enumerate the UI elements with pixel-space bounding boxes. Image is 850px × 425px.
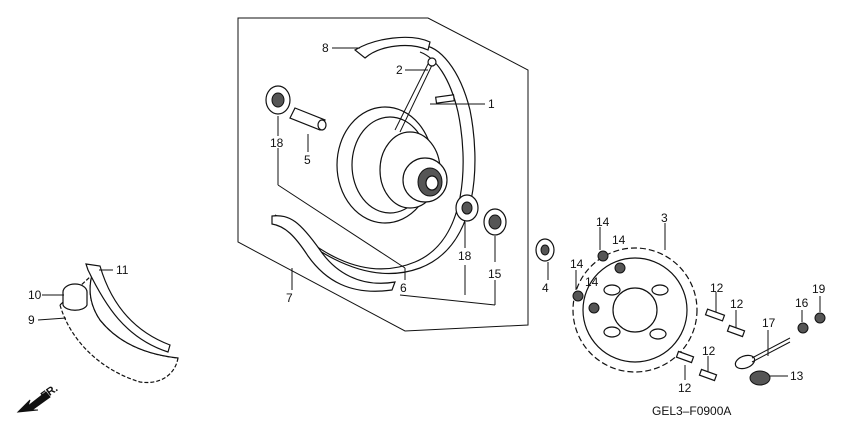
distance-collar xyxy=(289,107,327,131)
callout-12-a: 12 xyxy=(710,281,724,295)
nut-19 xyxy=(814,312,826,324)
callout-11: 11 xyxy=(116,263,129,277)
driven-sprocket xyxy=(572,247,698,373)
front-arrow-icon xyxy=(16,391,51,413)
sprocket-bolts xyxy=(675,308,746,382)
callout-6: 6 xyxy=(400,281,407,295)
callout-4: 4 xyxy=(542,281,549,295)
chain-adjuster xyxy=(734,337,791,370)
callout-18-right: 18 xyxy=(458,249,472,263)
rim-band xyxy=(353,36,431,59)
callout-14-b: 14 xyxy=(612,233,626,247)
callout-12-c: 12 xyxy=(702,344,716,358)
exploded-view-frame xyxy=(237,17,529,332)
callout-8: 8 xyxy=(322,41,329,55)
callout-14-c: 14 xyxy=(570,257,584,271)
lower-rim-band xyxy=(271,215,396,292)
rim-band-11 xyxy=(85,263,171,353)
callout-10: 10 xyxy=(28,288,42,302)
sprocket-nuts xyxy=(572,250,626,314)
bearing-right xyxy=(455,194,479,222)
leader-lines xyxy=(37,47,821,380)
callout-14-d: 14 xyxy=(585,275,599,289)
callout-9: 9 xyxy=(28,313,35,327)
callout-5: 5 xyxy=(304,153,311,167)
callout-2: 2 xyxy=(396,63,403,77)
callout-19: 19 xyxy=(812,282,826,296)
callout-7: 7 xyxy=(286,291,293,305)
spoke xyxy=(394,57,437,133)
nut-13 xyxy=(749,370,771,386)
inner-tube xyxy=(62,283,88,311)
wheel-hub xyxy=(336,106,448,224)
callout-18-left: 18 xyxy=(270,136,284,150)
callout-1: 1 xyxy=(488,97,495,111)
callout-17: 17 xyxy=(762,316,776,330)
bearing-left xyxy=(265,85,291,115)
side-collar xyxy=(535,238,555,262)
dust-seal xyxy=(483,208,507,236)
nut-16 xyxy=(797,322,809,334)
spoke-nipple xyxy=(434,94,456,104)
callout-12-b: 12 xyxy=(730,297,744,311)
callout-15: 15 xyxy=(488,267,502,281)
callout-3: 3 xyxy=(661,211,668,225)
drawing-code: GEL3–F0900A xyxy=(652,404,731,418)
callout-16: 16 xyxy=(795,296,809,310)
callout-13: 13 xyxy=(790,369,804,383)
callout-12-d: 12 xyxy=(678,381,692,395)
callout-14-a: 14 xyxy=(596,215,610,229)
